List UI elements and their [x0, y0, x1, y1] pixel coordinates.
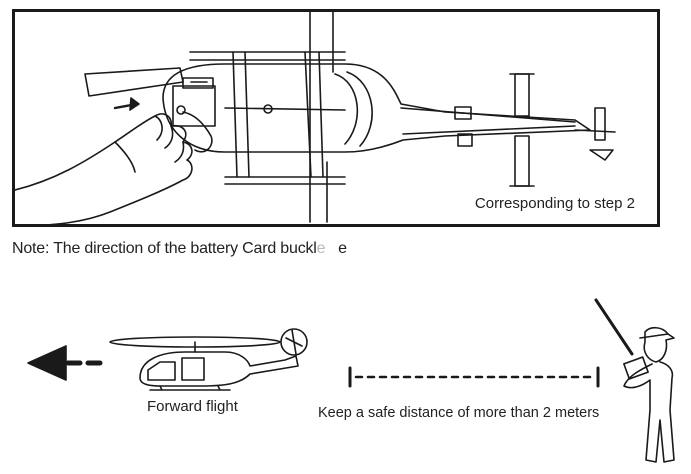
flight-diagram-drawing — [27, 298, 675, 463]
helicopter-battery-drawing — [15, 12, 616, 224]
note-faded-text: e — [316, 240, 326, 257]
distance-marker — [348, 366, 600, 388]
note-text: Note: The direction of the battery Card … — [12, 240, 317, 257]
tail-mount — [454, 106, 472, 120]
window-arc — [334, 73, 359, 145]
pilot — [643, 326, 675, 363]
transmitter — [623, 356, 649, 380]
tail-mount-2 — [457, 133, 473, 147]
battery-pack — [172, 85, 216, 127]
battery-install-illustration: Corresponding to step 2 — [12, 9, 660, 227]
skid-rail — [224, 176, 346, 185]
forward-flight-caption: Forward flight — [147, 398, 238, 415]
forward-arrow-head — [27, 345, 67, 381]
tail-boom — [400, 107, 576, 135]
rotor-mast — [309, 12, 334, 223]
mini-tail-rotor — [280, 328, 308, 356]
stabilizer-bottom — [514, 135, 530, 187]
tail-rotor — [594, 107, 606, 141]
battery-direction-note: Note: The direction of the battery Card … — [12, 240, 347, 258]
antenna — [594, 298, 634, 356]
mini-fuselage — [139, 351, 299, 387]
hand — [15, 113, 193, 224]
fuselage — [162, 63, 591, 153]
fuselage-screw — [263, 104, 273, 114]
note-tail-text: e — [338, 240, 347, 257]
top-rail — [189, 51, 346, 61]
step-caption: Corresponding to step 2 — [474, 195, 635, 212]
flight-safety-diagram: Forward flight Keep a safe distance of m… — [0, 290, 691, 474]
stabilizer-top — [514, 73, 530, 117]
safe-distance-caption: Keep a safe distance of more than 2 mete… — [318, 405, 600, 421]
window-arc-2 — [346, 71, 373, 147]
